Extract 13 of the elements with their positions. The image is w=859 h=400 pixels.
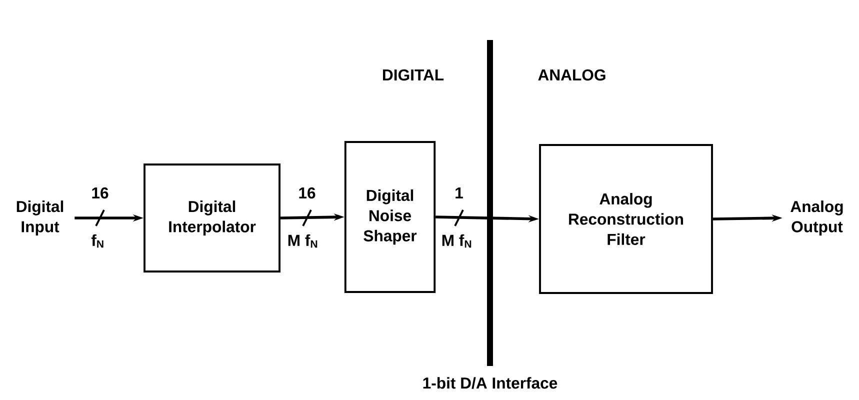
section-label: DIGITAL bbox=[383, 69, 444, 81]
signal-label: Digital Input bbox=[16, 200, 64, 236]
process-box: Digital Interpolator bbox=[144, 164, 280, 272]
bus-label: 1 bbox=[456, 188, 463, 198]
bus-label: 16 bbox=[299, 187, 316, 199]
bus-label: f$_{N}$ bbox=[91, 234, 104, 248]
bus-label: 16 bbox=[92, 187, 108, 199]
section-label: ANALOG bbox=[538, 69, 606, 81]
bus-label: M f$_{N}$ bbox=[288, 234, 318, 248]
signal-label: Analog Output bbox=[790, 200, 843, 236]
process-box: Analog Reconstruction Filter bbox=[539, 144, 713, 294]
process-box: Digital Noise Shaper bbox=[344, 141, 436, 293]
interface-label: 1-bit D/A Interface bbox=[423, 377, 558, 389]
